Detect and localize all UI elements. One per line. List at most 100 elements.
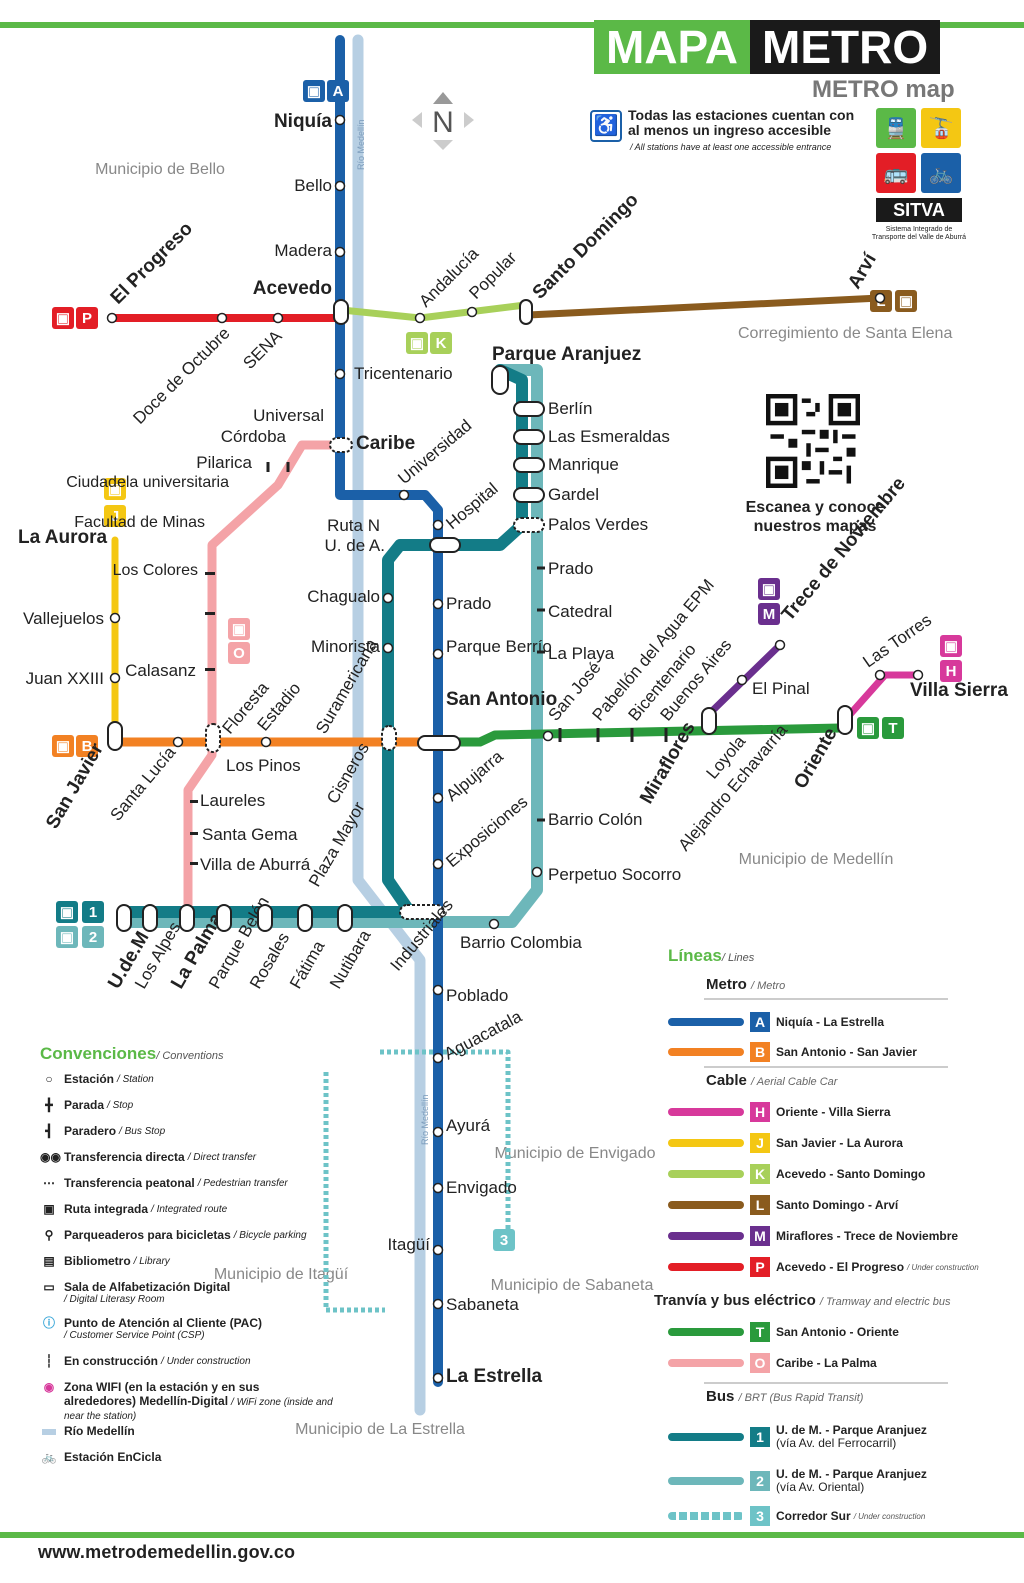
station-acevedo [333, 299, 349, 325]
station-palos-verdes-label: Palos Verdes [548, 515, 648, 534]
station-facultad: Facultad de Minas [74, 514, 205, 531]
line-swatch [668, 1232, 744, 1240]
station-villa-sierra: Villa Sierra [910, 680, 1008, 701]
qr-code[interactable] [766, 394, 860, 488]
station-u-de-m [116, 904, 132, 932]
legend-row-J[interactable]: J San Javier - La Aurora [668, 1133, 903, 1153]
conv-integrated-route: ▣Ruta integrada/ Integrated route [40, 1202, 227, 1216]
station-dot [382, 642, 394, 654]
station-dot [432, 984, 444, 996]
conv-en: / Direct transfer [187, 1151, 257, 1163]
sec-label: Bus [706, 1388, 735, 1405]
conv-station: ○Estación/ Station [40, 1072, 154, 1086]
line-T-badge: T [888, 720, 897, 737]
station-dot [260, 736, 272, 748]
river-label: Río Medellín [356, 119, 366, 170]
line-M-badge-bg [758, 603, 780, 625]
line-label: San Javier - La Aurora [776, 1135, 903, 1150]
line-B-icon-bg [52, 735, 74, 757]
line-badge: J [750, 1133, 770, 1153]
sitva-description: Sistema Integrado de Transporte del Vall… [871, 226, 967, 241]
bus-stop-tick [537, 650, 545, 654]
conv-text-stack: Sala de Alfabetización Digital/ Digital … [64, 1280, 230, 1305]
conv-text-stack: Zona WIFI (en la estación y en sus alred… [64, 1380, 334, 1422]
library-icon: ▤ [43, 1254, 55, 1268]
station-dot [334, 180, 346, 192]
bus-stop-tick [205, 612, 215, 615]
station-acevedo-label: Acevedo [253, 278, 332, 299]
line-label-stack: U. de M. - Parque Aranjuez(vía Av. del F… [776, 1424, 927, 1450]
conv-en: / Bicycle parking [233, 1229, 307, 1241]
station-floresta [205, 723, 221, 753]
north-label: N [432, 106, 454, 139]
station-ruta-n-label: Ruta N [327, 516, 380, 535]
line-swatch [668, 1512, 744, 1520]
station-dot [432, 648, 444, 660]
conv-en: / Integrated route [151, 1203, 228, 1215]
sec-label: Metro [706, 976, 747, 993]
legend-bus-header: Bus / BRT (Bus Rapid Transit) [706, 1388, 863, 1405]
station-la-palma [179, 904, 195, 932]
station-dot [216, 312, 228, 324]
station-dot [432, 858, 444, 870]
conv-label: Río Medellín [64, 1424, 135, 1438]
line-T-icon-bg [857, 717, 879, 739]
qr-caption: Escanea y conoce nuestros mapas [745, 499, 885, 535]
station-madera: Madera [274, 241, 332, 260]
station-san-javier [107, 721, 123, 751]
station-manrique-label: Manrique [548, 455, 619, 474]
station-dot [109, 672, 121, 684]
conventions-title: Convenciones/ Conventions [40, 1044, 223, 1064]
station-ruta-n [429, 537, 461, 553]
station-palos-verdes [513, 517, 545, 533]
station-santo-domingo-label: Santo Domingo [529, 189, 643, 303]
legend-metro-header: Metro / Metro [706, 976, 785, 993]
station-dot [432, 1244, 444, 1256]
conv-en: / Library [133, 1255, 170, 1267]
line-swatch [668, 1048, 744, 1056]
line-K-icon-bg [406, 332, 428, 354]
cable-car-icon: 🚡 [921, 108, 961, 148]
station-hospital: Hospital [442, 479, 501, 533]
line-badge: B [750, 1042, 770, 1062]
station-chagualo: Chagualo [307, 587, 380, 606]
line-sub: (vía Av. del Ferrocarril) [776, 1436, 897, 1450]
station-andalucia: Andalucía [415, 244, 482, 311]
conv-river: Río Medellín [40, 1424, 135, 1438]
station-cisneros-label: Cisneros [323, 739, 373, 807]
line-swatch [668, 1170, 744, 1178]
footer-url[interactable]: www.metrodemedellin.gov.co [38, 1542, 296, 1562]
line-J-icon: ▣ [108, 481, 122, 498]
station-la-aurora: La Aurora [18, 527, 107, 548]
line-swatch [668, 1263, 744, 1271]
station-dot [531, 866, 543, 878]
conv-direct-transfer: ◉◉Transferencia directa/ Direct transfer [40, 1150, 256, 1164]
line-swatch [668, 1108, 744, 1116]
station-nutibara [337, 904, 353, 932]
station-dot [912, 669, 924, 681]
line-2-icon: ▣ [60, 929, 74, 946]
conv-en: / Station [117, 1073, 154, 1085]
line-L-icon-bg [895, 290, 917, 312]
line-label: Caribe - La Palma [776, 1355, 877, 1370]
station-circle-icon: ○ [45, 1072, 53, 1086]
station-los-pinos: Los Pinos [226, 756, 301, 775]
line-O-route [183, 440, 350, 917]
line-2-badge-bg [82, 926, 104, 948]
station-los-colores: Los Colores [113, 562, 198, 579]
station-catedral: Catedral [548, 602, 612, 621]
line-M-icon-bg [758, 578, 780, 600]
station-dot [382, 592, 394, 604]
